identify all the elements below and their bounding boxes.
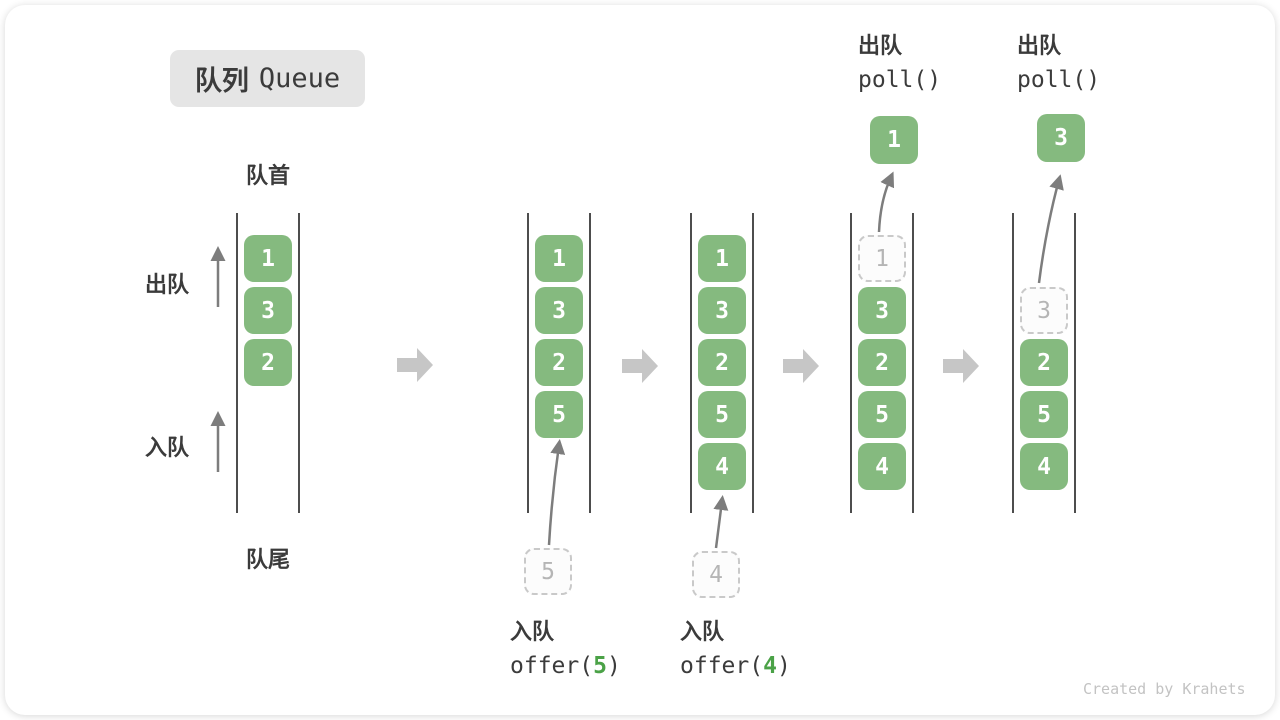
queue-cell: 1 <box>535 235 583 282</box>
queue-cell: 2 <box>535 339 583 386</box>
poll-op-label: 出队 <box>858 33 903 58</box>
code-fn: offer( <box>510 653 594 679</box>
credit-text: Created by Krahets <box>1083 680 1246 698</box>
queue-cell: 3 <box>858 287 906 334</box>
offer-4-annotation: 入队 offer(4) <box>680 617 791 681</box>
queue-cell: 5 <box>858 391 906 438</box>
queue-wall-left <box>850 213 852 513</box>
poll-code-label: poll() <box>1017 67 1101 93</box>
code-close: ) <box>606 653 621 679</box>
poll-3-arrow <box>1037 174 1064 284</box>
queue-cell: 2 <box>244 339 292 386</box>
queue-wall-left <box>690 213 692 513</box>
step-arrow-2 <box>622 349 658 383</box>
polled-value-box: 1 <box>870 116 918 164</box>
queue-wall-left <box>236 213 238 513</box>
poll-op-label: 出队 <box>1017 33 1062 58</box>
queue-cell: 4 <box>1020 443 1068 490</box>
offer-code-label: offer(5) <box>510 651 621 681</box>
code-close: ) <box>776 653 791 679</box>
queue-cell: 5 <box>535 391 583 438</box>
code-arg: 4 <box>763 653 777 679</box>
enqueue-side-label: 入队 <box>145 435 190 460</box>
queue-wall-right <box>589 213 591 513</box>
queue-cell: 3 <box>535 287 583 334</box>
title-zh: 队列 <box>194 66 249 96</box>
removed-cell: 1 <box>858 235 906 282</box>
queue-cell: 5 <box>698 391 746 438</box>
queue-wall-right <box>1074 213 1076 513</box>
queue-diagram-card: 队列 Queue 队首 队尾 出队 入队 1 3 2 1 3 2 5 5 入队 … <box>5 5 1275 715</box>
queue-wall-left <box>1012 213 1014 513</box>
poll-1-arrow <box>877 171 895 233</box>
offer-5-annotation: 入队 offer(5) <box>510 617 621 681</box>
poll-1-annotation: 出队 poll() <box>858 31 941 95</box>
code-arg: 5 <box>593 653 607 679</box>
title-en: Queue <box>258 63 341 94</box>
queue-cell: 2 <box>858 339 906 386</box>
queue-cell: 3 <box>244 287 292 334</box>
queue-cell: 3 <box>698 287 746 334</box>
queue-cell: 5 <box>1020 391 1068 438</box>
incoming-value-box: 5 <box>524 548 572 595</box>
offer-5-arrow <box>547 439 566 546</box>
queue-wall-right <box>298 213 300 513</box>
queue-cell: 2 <box>698 339 746 386</box>
queue-wall-right <box>752 213 754 513</box>
incoming-value-box: 4 <box>692 551 740 598</box>
poll-3-annotation: 出队 poll() <box>1017 31 1100 95</box>
title-badge: 队列 Queue <box>170 50 365 107</box>
queue-rear-label: 队尾 <box>245 547 291 572</box>
queue-cell: 4 <box>698 443 746 490</box>
poll-code-label: poll() <box>858 67 942 93</box>
polled-value-box: 3 <box>1037 114 1085 162</box>
step-arrow-1 <box>397 348 433 382</box>
queue-wall-left <box>527 213 529 513</box>
queue-cell: 4 <box>858 443 906 490</box>
offer-4-arrow <box>713 495 729 549</box>
offer-op-label: 入队 <box>680 619 725 644</box>
queue-cell: 1 <box>244 235 292 282</box>
dequeue-side-label: 出队 <box>145 272 190 297</box>
code-fn: offer( <box>680 653 764 679</box>
offer-op-label: 入队 <box>510 619 555 644</box>
queue-front-label: 队首 <box>245 163 291 188</box>
step-arrow-3 <box>783 349 819 383</box>
offer-code-label: offer(4) <box>680 651 791 681</box>
queue-wall-right <box>912 213 914 513</box>
arrows-layer <box>210 171 1064 549</box>
step-arrow-4 <box>943 349 979 383</box>
queue-cell: 1 <box>698 235 746 282</box>
removed-cell: 3 <box>1020 287 1068 334</box>
queue-cell: 2 <box>1020 339 1068 386</box>
